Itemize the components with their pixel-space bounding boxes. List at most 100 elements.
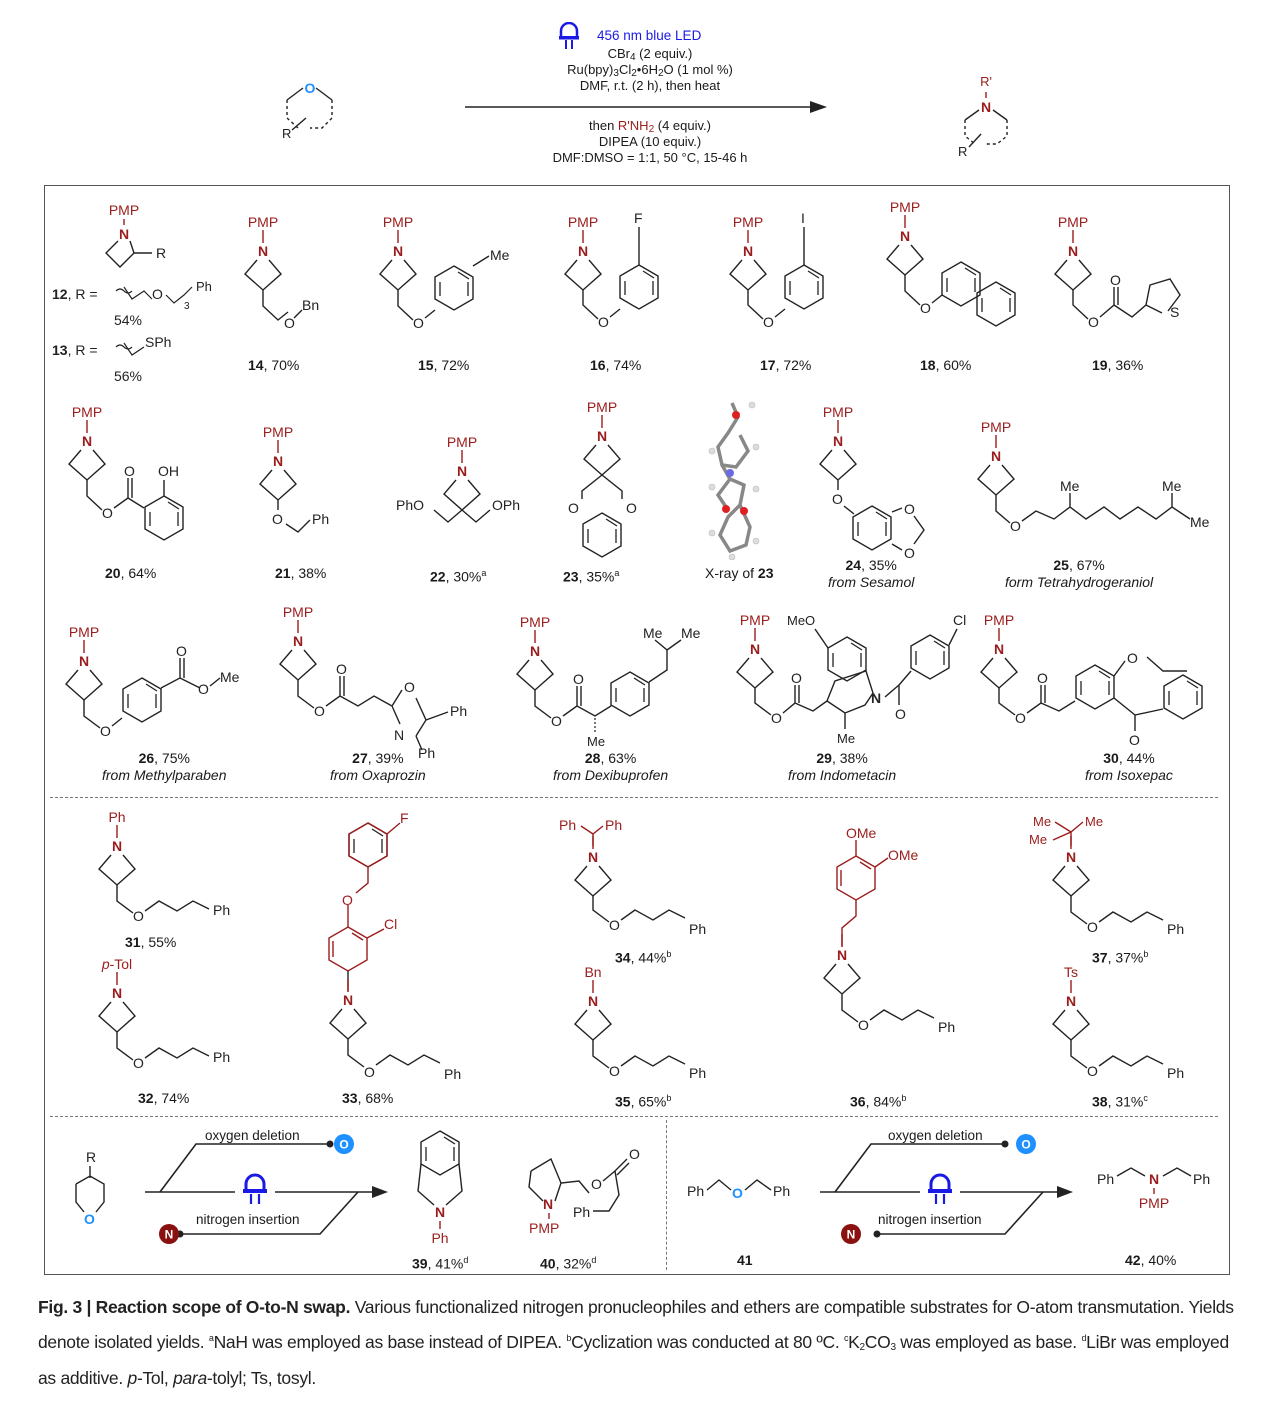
label-27: 27, 39%from Oxaprozin: [330, 750, 426, 783]
svg-text:O: O: [832, 491, 843, 507]
svg-text:Ph: Ph: [773, 1183, 790, 1199]
structure-36: OMe OMe O Ph: [823, 825, 955, 1035]
svg-text:N: N: [394, 727, 404, 743]
svg-text:Ph: Ph: [559, 817, 576, 833]
svg-text:12, R =: 12, R =: [52, 286, 98, 302]
led-icon: [559, 22, 579, 49]
label-22: 22, 30%a: [430, 568, 487, 585]
svg-text:Ph: Ph: [213, 1049, 230, 1065]
caption-body: Various functionalized nitrogen pronucle…: [38, 1297, 1234, 1352]
svg-text:O: O: [551, 713, 562, 729]
structure-39: N Ph: [417, 1130, 463, 1246]
svg-text:PMP: PMP: [447, 434, 477, 450]
svg-text:13, R =: 13, R =: [52, 342, 98, 358]
section-divider: [666, 1120, 667, 1270]
svg-text:Me: Me: [1060, 478, 1080, 494]
svg-text:PMP: PMP: [981, 419, 1011, 435]
figure-title: Reaction scope of O-to-N swap.: [95, 1297, 351, 1317]
svg-text:O: O: [314, 703, 325, 719]
svg-text:O: O: [591, 1176, 602, 1192]
svg-text:R: R: [156, 245, 166, 261]
nitrogen-badge-icon: N: [841, 1224, 861, 1244]
caption-note-c: K2CO3 was employed as base.: [848, 1331, 1077, 1353]
svg-text:N: N: [981, 99, 991, 115]
svg-text:Bn: Bn: [584, 964, 601, 980]
svg-text:p-Tol: p-Tol: [101, 956, 132, 972]
svg-text:R: R: [958, 144, 967, 159]
svg-text:PMP: PMP: [283, 604, 313, 620]
svg-text:PMP: PMP: [263, 424, 293, 440]
svg-text:PMP: PMP: [520, 614, 550, 630]
svg-text:Ph: Ph: [418, 745, 435, 760]
label-41: 41: [737, 1252, 753, 1268]
structure-30: PMP O O O O: [980, 612, 1203, 748]
label-18: 18, 60%: [920, 357, 972, 373]
thf-reactant: R O: [75, 1149, 105, 1227]
label-26: 26, 75%from Methylparaben: [102, 750, 227, 783]
svg-text:O: O: [771, 710, 782, 726]
label-42: 42, 40%: [1125, 1252, 1177, 1268]
svg-text:Me: Me: [681, 625, 701, 641]
caption-abbrev: p-Tol, para-tolyl; Ts, tosyl.: [127, 1367, 317, 1388]
caption-note-d: LiBr was employed as additive.: [38, 1331, 1229, 1388]
svg-text:R: R: [86, 1149, 96, 1165]
structure-29: PMP O O N Me MeO O Cl: [736, 612, 966, 746]
svg-text:O: O: [404, 679, 415, 695]
svg-text:O: O: [920, 300, 931, 316]
scheme-reactant-ether: O R: [282, 80, 333, 141]
label-20: 20, 64%: [105, 565, 157, 581]
label-36: 36, 84%b: [850, 1093, 907, 1110]
svg-text:Ph: Ph: [1167, 1065, 1184, 1081]
svg-text:Ph: Ph: [689, 921, 706, 937]
svg-text:Me: Me: [1190, 514, 1210, 530]
svg-text:PMP: PMP: [740, 612, 770, 628]
label-30: 30, 44%from Isoxepac: [1085, 750, 1173, 783]
svg-text:Ph: Ph: [1193, 1171, 1210, 1187]
oxygen-deletion-label: oxygen deletion: [888, 1128, 983, 1143]
svg-text:Ph: Ph: [1167, 921, 1184, 937]
structure-33: F O Cl O Ph: [328, 810, 461, 1082]
svg-text:Me: Me: [837, 731, 855, 746]
swap-arrow-right: [820, 1140, 1073, 1238]
label-16: 16, 74%: [590, 357, 642, 373]
structure-25: PMP O Me Me Me: [977, 419, 1210, 534]
svg-text:O: O: [732, 1185, 743, 1201]
figure-caption: Fig. 3 | Reaction scope of O-to-N swap. …: [38, 1297, 1234, 1388]
structure-23: PMP O O: [568, 399, 637, 558]
svg-text:PhO: PhO: [396, 497, 424, 513]
structure-41: Ph O Ph: [687, 1179, 790, 1201]
svg-text:PMP: PMP: [823, 404, 853, 420]
svg-text:Cl: Cl: [384, 916, 397, 932]
label-40: 40, 32%d: [540, 1255, 597, 1272]
svg-text:56%: 56%: [114, 368, 142, 384]
svg-text:Ts: Ts: [1064, 964, 1078, 980]
condition-base: DIPEA (10 equiv.): [598, 134, 702, 149]
structure-31: Ph O Ph: [98, 809, 230, 924]
svg-text:O: O: [573, 671, 584, 687]
svg-text:O: O: [1129, 732, 1140, 748]
svg-text:O: O: [1127, 650, 1138, 666]
svg-text:54%: 54%: [114, 312, 142, 328]
svg-text:Ph: Ph: [689, 1065, 706, 1081]
svg-text:I: I: [801, 210, 805, 226]
label-28: 28, 63%from Dexibuprofen: [553, 750, 669, 783]
svg-text:Me: Me: [1162, 478, 1182, 494]
structure-16: PMP O F: [564, 210, 659, 330]
structure-18: PMP O: [886, 199, 1016, 327]
label-24: 24, 35%from Sesamol: [828, 557, 915, 590]
structure-17: PMP O I: [729, 210, 824, 330]
svg-text:O: O: [124, 463, 135, 479]
svg-text:PMP: PMP: [529, 1220, 559, 1236]
svg-text:O: O: [791, 670, 802, 686]
label-19: 19, 36%: [1092, 357, 1144, 373]
svg-text:O: O: [1037, 670, 1048, 686]
svg-text:N: N: [435, 1204, 445, 1220]
svg-text:O: O: [84, 1211, 95, 1227]
svg-text:O: O: [272, 511, 283, 527]
structure-12-13: PMP N R 12, R = O Ph 3 54% 13, R = SPh 5…: [52, 202, 212, 384]
svg-text:Ph: Ph: [450, 703, 467, 719]
nitrogen-insertion-label: nitrogen insertion: [878, 1212, 982, 1227]
label-33: 33, 68%: [342, 1090, 394, 1106]
svg-text:O: O: [1021, 1138, 1030, 1152]
oxygen-deletion-label: oxygen deletion: [205, 1128, 300, 1143]
